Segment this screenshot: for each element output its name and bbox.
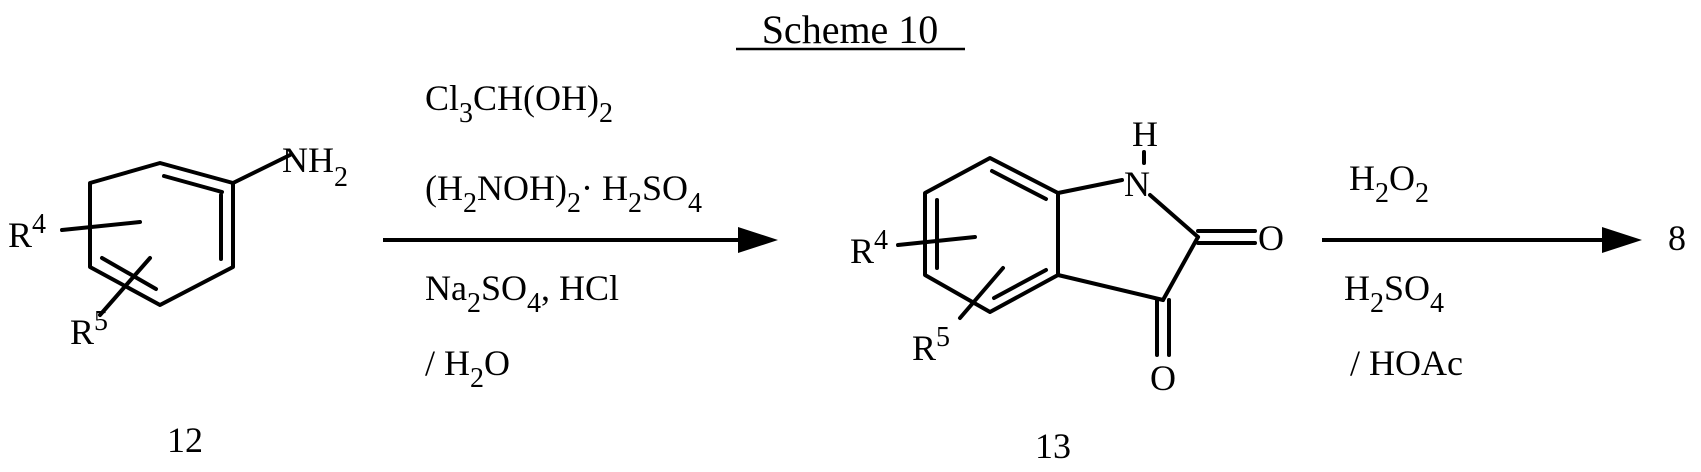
aniline-r5-label: R5 [70,306,108,352]
isatin-benzene-ring [925,158,1058,312]
step1-arrow-head [738,227,778,253]
step2-reagent-peroxide: H2O2 [1349,158,1429,209]
compound-13-structure [898,152,1255,355]
isatin-r5-label: R5 [912,322,950,368]
c3-c3a-bond [1058,275,1163,300]
isatin-h-label: H [1132,114,1158,154]
isatin-r4-label: R4 [850,225,888,271]
aniline-r4-label: R4 [8,209,46,255]
compound-12-structure [62,155,290,315]
r4-bond [62,222,140,230]
step1-reagent-chloral: Cl3CH(OH)2 [425,78,613,129]
c-n-bond [1058,180,1122,193]
step1-reagent-sodium-sulfate: Na2SO4, HCl [425,268,619,319]
step2-reagent-acetic-acid: / HOAc [1350,343,1463,383]
aniline-nh2-label: NH2 [282,140,348,193]
isatin-o2-label: O [1150,358,1176,398]
compound-12-number: 12 [167,420,203,460]
isatin-o1-label: O [1258,218,1284,258]
step2-arrow-head [1602,227,1642,253]
step1-reagent-water: / H2O [425,343,510,394]
c2-c3-bond [1163,237,1198,300]
isatin-n-label: N [1124,164,1150,204]
n-c2-bond [1150,195,1198,237]
compound-13-number: 13 [1035,426,1071,466]
ring-double-bond [992,171,1046,199]
step2-reagent-sulfuric-acid: H2SO4 [1344,268,1444,319]
product-8-label: 8 [1668,218,1686,258]
scheme-title: Scheme 10 [762,7,939,52]
benzene-ring [90,163,233,305]
step1-reagent-hydroxylamine: (H2NOH)2· H2SO4 [425,168,702,219]
